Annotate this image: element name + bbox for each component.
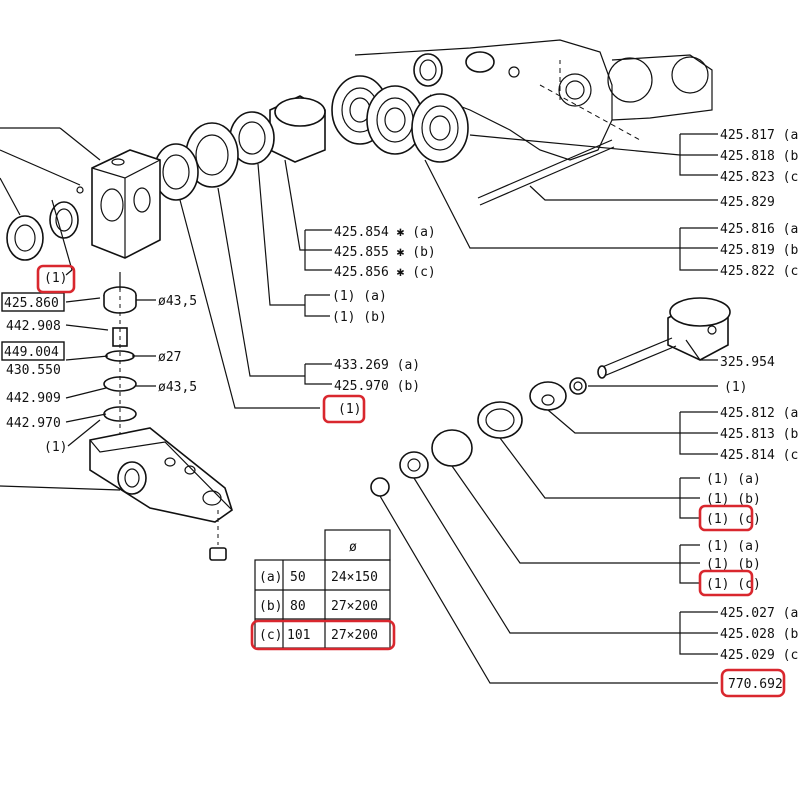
label-g1-a: (1) (a) bbox=[706, 472, 761, 487]
label-325954: 325.954 bbox=[720, 355, 775, 370]
label-442908: 442.908 bbox=[6, 319, 61, 334]
label-mid-1: (1) bbox=[338, 402, 361, 417]
label-d27: ø27 bbox=[158, 350, 181, 365]
table-size: 27×200 bbox=[331, 628, 378, 643]
label-449004: 449.004 bbox=[4, 345, 59, 360]
table-size: 24×150 bbox=[331, 570, 378, 585]
nut-icon bbox=[209, 547, 227, 561]
label-g2-b: (1) (b) bbox=[706, 557, 761, 572]
highlight-left-1 bbox=[36, 264, 76, 294]
label-425816: 425.816 (a) bbox=[720, 222, 800, 237]
highlight-g1-c bbox=[698, 504, 754, 532]
label-425027: 425.027 (a) bbox=[720, 606, 800, 621]
table-qty: 50 bbox=[290, 570, 306, 585]
table-qty: 80 bbox=[290, 599, 306, 614]
variant-table: ø (a) 50 24×150 (b) 80 27×200 (c) 101 27… bbox=[254, 529, 391, 649]
seal-ring-icon bbox=[413, 53, 443, 87]
manifold-icon bbox=[91, 149, 161, 259]
label-425855: 425.855 ✱ (b) bbox=[334, 245, 436, 260]
highlight-mid-1 bbox=[322, 394, 366, 424]
label-d43-5b: ø43,5 bbox=[158, 380, 197, 395]
label-g1-b: (1) (b) bbox=[706, 492, 761, 507]
label-425854: 425.854 ✱ (a) bbox=[334, 225, 436, 240]
left-valve-stack bbox=[103, 272, 137, 440]
table-variant: (a) bbox=[259, 570, 282, 585]
label-425823: 425.823 (c) bbox=[720, 170, 800, 185]
label-left-1b: (1) bbox=[44, 440, 67, 455]
label-left-1: (1) bbox=[44, 271, 67, 286]
highlight-marks bbox=[36, 264, 786, 698]
highlight-770692 bbox=[720, 668, 786, 698]
manifold-block bbox=[6, 149, 161, 261]
box-449004 bbox=[1, 341, 65, 361]
label-g2-a: (1) (a) bbox=[706, 539, 761, 554]
label-425856: 425.856 ✱ (c) bbox=[334, 265, 436, 280]
table-size: 27×200 bbox=[331, 599, 378, 614]
label-425818: 425.818 (b) bbox=[720, 149, 800, 164]
table-variant: (c) bbox=[259, 628, 282, 643]
label-425812: 425.812 (a) bbox=[720, 406, 800, 421]
label-425822: 425.822 (c) bbox=[720, 264, 800, 279]
label-425829: 425.829 bbox=[720, 195, 775, 210]
valve-seat-group bbox=[331, 75, 469, 163]
label-d43-5a: ø43,5 bbox=[158, 294, 197, 309]
pump-housing-drawing bbox=[354, 39, 713, 161]
label-433269: 433.269 (a) bbox=[334, 358, 420, 373]
table-variant: (b) bbox=[259, 599, 282, 614]
manifold-bar bbox=[89, 427, 233, 561]
part-labels: 425.817 (a) 425.818 (b) 425.823 (c) 425.… bbox=[4, 128, 800, 692]
label-425814: 425.814 (c) bbox=[720, 448, 800, 463]
rod-drawing bbox=[477, 139, 615, 206]
leader-lines bbox=[0, 127, 718, 684]
table-qty: 101 bbox=[287, 628, 310, 643]
label-g2-c: (1) (c) bbox=[706, 577, 761, 592]
piston-seal-stack bbox=[153, 95, 326, 201]
label-425028: 425.028 (b) bbox=[720, 627, 800, 642]
label-442909: 442.909 bbox=[6, 391, 61, 406]
label-mid-1b: (1) (b) bbox=[332, 310, 387, 325]
label-mid-1a: (1) (a) bbox=[332, 289, 387, 304]
label-425817: 425.817 (a) bbox=[720, 128, 800, 143]
label-425813: 425.813 (b) bbox=[720, 427, 800, 442]
highlight-g2-c bbox=[698, 569, 754, 597]
label-r-1: (1) bbox=[724, 380, 747, 395]
label-442970: 442.970 bbox=[6, 416, 61, 431]
label-425860: 425.860 bbox=[4, 296, 59, 311]
label-g1-c: (1) (c) bbox=[706, 512, 761, 527]
label-425970: 425.970 (b) bbox=[334, 379, 420, 394]
label-770692: 770.692 bbox=[728, 677, 783, 692]
highlight-table-row-c bbox=[250, 619, 396, 651]
table-header-symbol: ø bbox=[349, 540, 357, 555]
label-430550: 430.550 bbox=[6, 363, 61, 378]
label-425819: 425.819 (b) bbox=[720, 243, 800, 258]
label-425029: 425.029 (c) bbox=[720, 648, 800, 663]
plunger-assembly bbox=[370, 297, 731, 497]
box-425860 bbox=[1, 292, 65, 312]
